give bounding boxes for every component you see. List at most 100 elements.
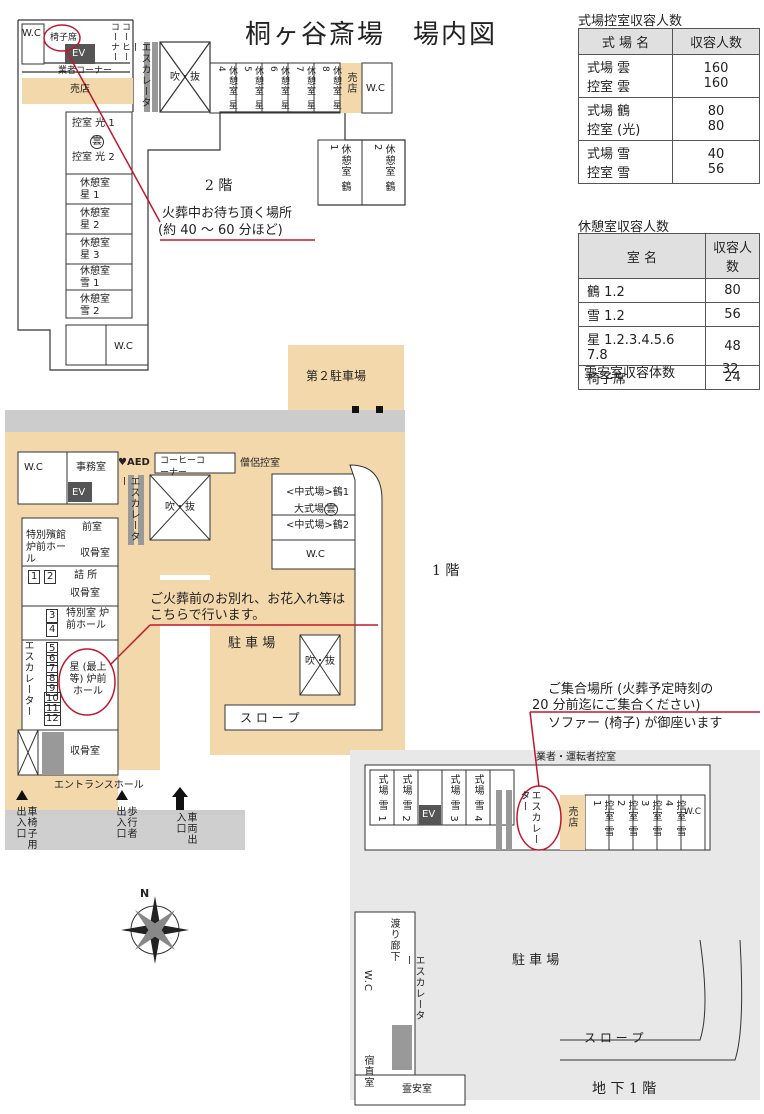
floor1-tokubetsu: 特別殯館 炉前ホール bbox=[26, 530, 66, 565]
basement-shikijo1: 式場 雪 1 bbox=[376, 774, 387, 823]
floor1-daishikijo: 大式場雲 bbox=[294, 503, 338, 516]
floor2-wc-top: W.C bbox=[366, 83, 385, 94]
floor1-escalator: エスカレーター bbox=[117, 476, 139, 542]
floor1-num6: 6 bbox=[46, 652, 59, 666]
floor2-fukinuke: 吹・抜 bbox=[170, 72, 200, 83]
compass-rose bbox=[121, 896, 189, 964]
floor2-kyukei-tsuru1: 休憩室 鶴 1 bbox=[328, 144, 350, 193]
floor2-kyukei-hoshi4: 休憩室 星4 bbox=[216, 66, 237, 110]
floor1-num4: 4 bbox=[46, 623, 59, 637]
floor2-shop-top: 売店 bbox=[345, 72, 356, 94]
floor2-isu-seat: 椅子席 bbox=[50, 33, 78, 43]
floor2-escalator: エスカレーター bbox=[128, 42, 150, 108]
floor2-hikae-hikari2: 控室 光 2 bbox=[72, 152, 115, 163]
floor2-shop-strip bbox=[22, 78, 133, 104]
floor2-kyukei-hoshi7: 休憩室 星7 bbox=[294, 66, 315, 110]
basement-hikae2: 控室 雪 2 bbox=[615, 800, 637, 838]
floor2-kyukei-yuki2: 休憩室 雪 2 bbox=[80, 294, 110, 317]
floor1-num10: 10 bbox=[44, 692, 61, 706]
exit-walker: 歩行者出入口 bbox=[114, 806, 136, 839]
floor1-chushikijo1: <中式場>鶴1 bbox=[286, 487, 350, 498]
floor1-num2: 2 bbox=[44, 570, 57, 584]
floor2-note-line1: 火葬中お待ち頂く場所 bbox=[162, 206, 293, 221]
floor2-kyukei-hoshi8: 休憩室 星8 bbox=[320, 66, 341, 110]
basement-watari: 渡り廊下 bbox=[388, 918, 399, 962]
floor2-kyukei-hoshi2: 休憩室 星 2 bbox=[80, 208, 110, 231]
basement-slope: ス ロ ー プ bbox=[584, 1031, 644, 1045]
parking2-label: 第２駐車場 bbox=[306, 369, 367, 383]
floor2-coffee: コーヒーコーナー bbox=[109, 22, 130, 62]
floor1-label: 1 階 bbox=[432, 563, 460, 579]
floor1-num7: 7 bbox=[46, 662, 59, 676]
basement-reian: 霊安室 bbox=[402, 1084, 432, 1095]
floor1-num1: 1 bbox=[28, 570, 41, 584]
basement-gyosha: 業者・運転者控室 bbox=[536, 752, 616, 763]
reian-capacity-label: 霊安室収容体数 bbox=[584, 366, 676, 381]
floor1-coffee: コーヒーコーナー bbox=[160, 456, 206, 478]
floor2-escalator-bar bbox=[144, 42, 150, 112]
floor1-ev: EV bbox=[72, 487, 86, 498]
basement-chushajo: 駐 車 場 bbox=[512, 953, 560, 968]
floor1-num3: 3 bbox=[46, 609, 59, 623]
floor1-fukinuke: 吹・抜 bbox=[165, 502, 195, 513]
table1-header-count: 収容人数 bbox=[672, 28, 760, 55]
basement-escalator2: エスカレーター bbox=[402, 955, 424, 1021]
table2-header-count: 収容人数 bbox=[705, 233, 760, 279]
floor1-num9: 9 bbox=[46, 682, 59, 696]
floor2-shop-left: 売店 bbox=[70, 84, 90, 95]
floor2-gyosha: 業者コーナー bbox=[58, 66, 113, 76]
floor2-kyukei-hoshi3: 休憩室 星 3 bbox=[80, 238, 110, 261]
basement-shikijo4: 式場 雪 4 bbox=[472, 774, 483, 823]
basement-hikae1: 控室 雪 1 bbox=[591, 800, 613, 838]
basement-note-line3: ソファー (椅子) が御座います bbox=[548, 716, 723, 731]
floor2-note-line2: (約 40 〜 60 分ほど) bbox=[158, 223, 283, 238]
floor2-kyukei-hoshi6: 休憩室 星6 bbox=[268, 66, 289, 110]
floor2-wc: W.C bbox=[22, 28, 41, 39]
floor2-ev: EV bbox=[72, 48, 86, 59]
basement-label: 地 下 1 階 bbox=[592, 1081, 657, 1097]
heart-icon: ♥ bbox=[118, 457, 127, 468]
table2-title: 休憩室収容人数 bbox=[578, 220, 670, 235]
floor1-shukotsu3: 収骨室 bbox=[70, 746, 100, 757]
floor2-kyukei-hoshi1: 休憩室 星 1 bbox=[80, 178, 110, 201]
table1-header-name: 式 場 名 bbox=[577, 28, 674, 55]
floor2-hikae-hikari1: 控室 光 1 bbox=[72, 118, 115, 129]
basement-shikijo3: 式場 雪 3 bbox=[448, 774, 459, 823]
floor1-top-band bbox=[5, 410, 405, 432]
basement-escalator: エスカレーター bbox=[518, 790, 540, 845]
page-title: 桐ヶ谷斎場 場内図 bbox=[245, 20, 498, 50]
floor2-kyukei-yuki1: 休憩室 雪 1 bbox=[80, 266, 110, 289]
basement-note-line2: 20 分前迄にご集合ください) bbox=[532, 698, 701, 713]
floor2-wc-bottom: W.C bbox=[114, 341, 133, 352]
floor1-wc: W.C bbox=[24, 462, 43, 473]
floor1-shukotsu1: 収骨室 bbox=[80, 548, 110, 559]
table1-title: 式場控室収容人数 bbox=[578, 14, 683, 29]
floor1-num8: 8 bbox=[46, 672, 59, 686]
floor1-slope: ス ロ ー プ bbox=[240, 711, 300, 725]
floor1-num5: 5 bbox=[46, 642, 59, 656]
floor1-note-line1: ご火葬前のお別れ、お花入れ等は bbox=[150, 592, 346, 607]
basement-wc: W.C bbox=[684, 807, 702, 817]
basement-shikijo2: 式場 雪 2 bbox=[400, 774, 411, 823]
exit-wheelchair: 車椅子用出入口 bbox=[14, 806, 36, 850]
floor1-wc-right: W.C bbox=[306, 549, 325, 560]
floor2-label: 2 階 bbox=[205, 178, 233, 194]
basement-note-line1: ご集合場所 (火葬予定時刻の bbox=[548, 682, 714, 697]
floor2-kyukei-hoshi5: 休憩室 星5 bbox=[242, 66, 263, 110]
floor1-kumo: 雲 bbox=[324, 503, 338, 516]
floor1-hoshi: 星 (最上等) 炉前ホール bbox=[69, 662, 107, 697]
basement-hikae3: 控室 雪 3 bbox=[639, 800, 661, 838]
compass-north-label: N bbox=[140, 887, 150, 900]
basement-hikae4: 控室 雪 4 bbox=[663, 800, 685, 838]
reian-capacity-value: 32 bbox=[722, 362, 739, 377]
